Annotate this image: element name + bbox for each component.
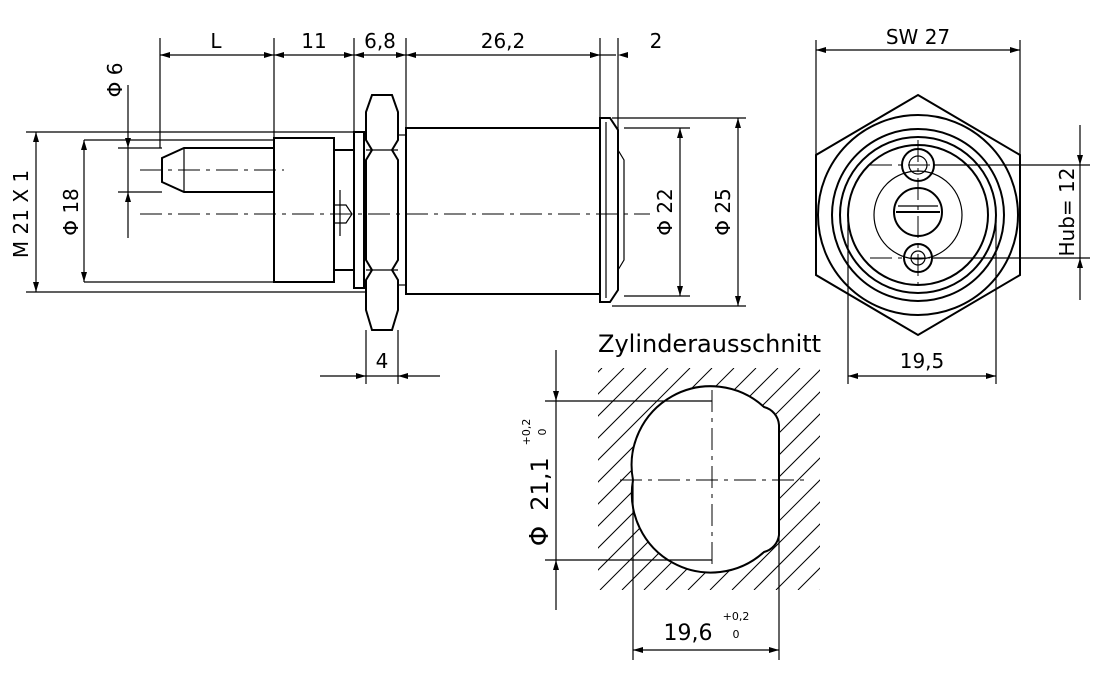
cutout-title: Zylinderausschnitt xyxy=(598,330,821,358)
hatch-line xyxy=(753,523,820,590)
dim-11-label: 11 xyxy=(301,29,326,53)
dim-cutout-width-value: 19,6 xyxy=(664,621,713,646)
hatch-line xyxy=(598,368,691,461)
cylinder-body xyxy=(405,127,601,295)
front-flange xyxy=(599,117,619,303)
hatch-line xyxy=(819,589,820,590)
dim-cutout-width-tol-lower: 0 xyxy=(733,628,740,641)
dim-dia-25-label: Φ 25 xyxy=(711,188,735,236)
dim-cutout-dia-value: 21,1 xyxy=(526,457,554,510)
hatch-line xyxy=(598,368,669,439)
washer xyxy=(353,131,365,289)
hatch-line xyxy=(775,545,820,590)
dim-sw27-label: SW 27 xyxy=(886,25,950,49)
knob-block xyxy=(273,137,335,283)
side-view: L 11 6,8 26,2 2 Φ 6 Φ 18 M 21 X 1 Φ 22 xyxy=(9,29,746,384)
dim-dia-18-label: Φ 18 xyxy=(59,188,83,236)
dim-19-5-label: 19,5 xyxy=(900,349,945,373)
hex-nut-front xyxy=(815,93,1021,337)
top-dim-arrows xyxy=(160,52,628,58)
dim-dia-22-label: Φ 22 xyxy=(653,188,677,236)
front-view: SW 27 Hub= 12 19,5 xyxy=(815,25,1090,384)
hatch-line xyxy=(731,501,820,590)
dim-l-label: L xyxy=(210,29,222,53)
dim-cutout-width-tol-upper: +0,2 xyxy=(723,610,750,623)
hatch-line xyxy=(797,567,820,590)
hatch-line xyxy=(598,368,647,417)
dim-cutout-dia-tol-lower: 0 xyxy=(536,429,549,436)
dim-dia-6-label: Φ 6 xyxy=(103,63,127,98)
dim-6-8-label: 6,8 xyxy=(364,29,396,53)
dim-nut-width-label: 4 xyxy=(376,349,389,373)
dim-26-2-label: 26,2 xyxy=(481,29,526,53)
hex-nut-side xyxy=(365,94,399,331)
cutout-detail: Zylinderausschnitt Φ 21,1 +0,2 0 19,6 +0… xyxy=(520,330,821,660)
dim-thread-label: M 21 X 1 xyxy=(9,170,33,258)
shaft xyxy=(333,149,355,271)
dim-cutout-dia-symbol: Φ xyxy=(525,526,555,546)
dim-2-label: 2 xyxy=(650,29,663,53)
dim-cutout-dia-tol-upper: +0,2 xyxy=(520,419,533,446)
dim-hub-label: Hub= 12 xyxy=(1055,168,1079,257)
